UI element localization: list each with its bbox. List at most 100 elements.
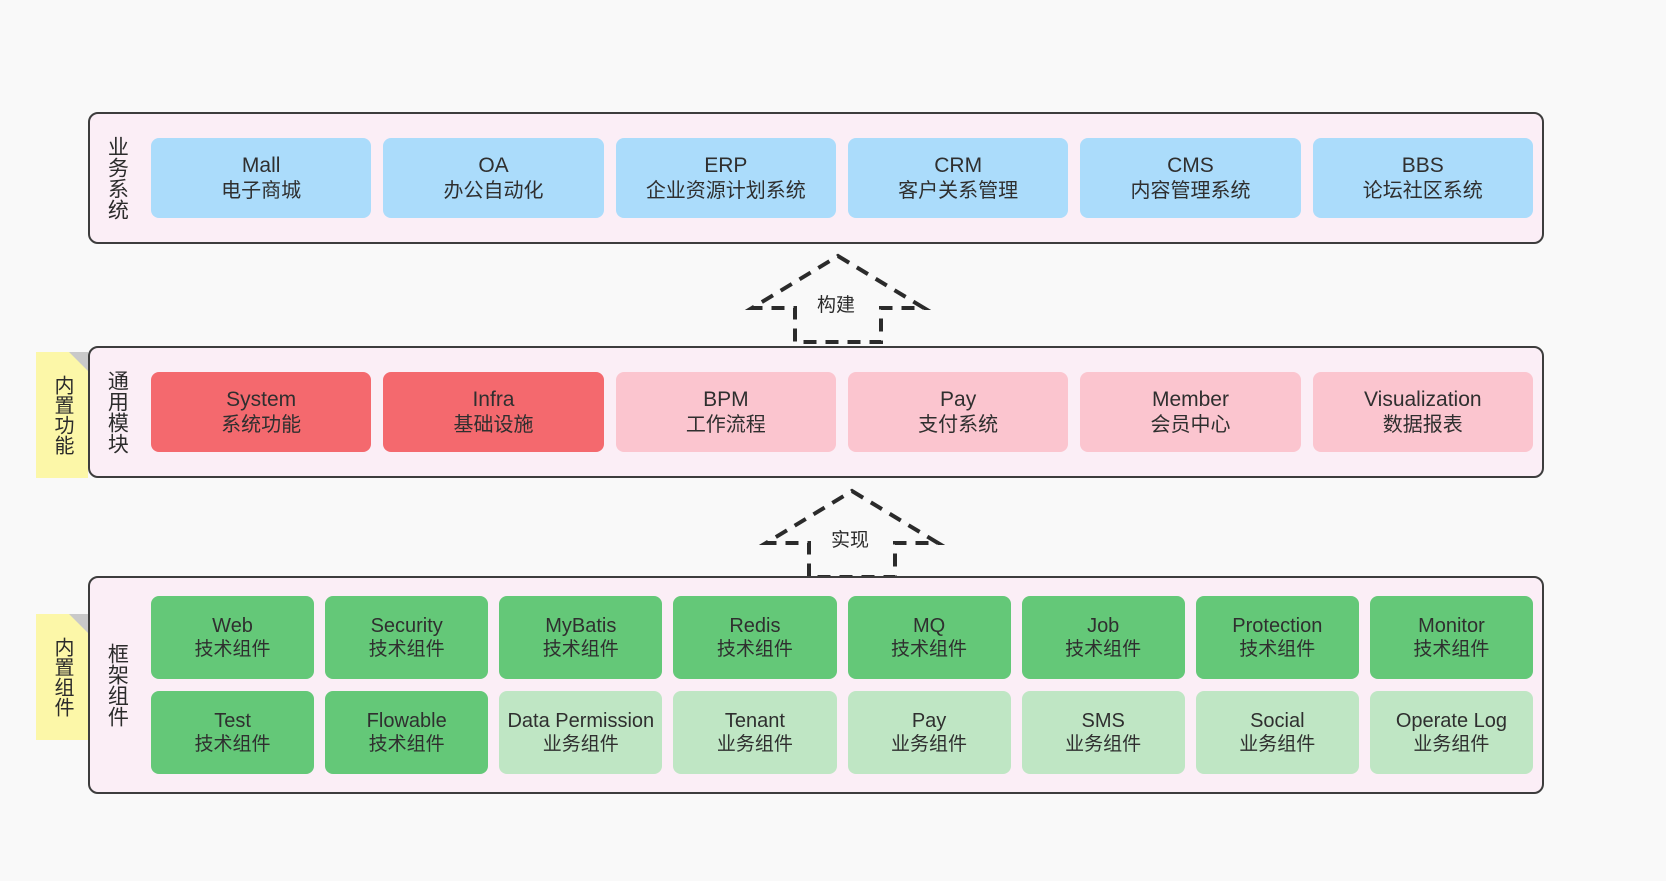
card-title-en: Web	[212, 614, 253, 637]
card-title-en: Protection	[1232, 614, 1323, 637]
card-title-en: Member	[1151, 388, 1229, 411]
card-pay-module[interactable]: Pay 支付系统	[847, 372, 1069, 452]
card-bbs[interactable]: BBS 论坛社区系统	[1312, 138, 1533, 218]
page-fold-icon	[69, 614, 88, 633]
note-builtin-component: 内置组件	[36, 614, 88, 740]
page-fold-icon	[69, 352, 88, 371]
card-member[interactable]: Member 会员中心	[1080, 372, 1301, 452]
card-title-cn: 内容管理系统	[1130, 179, 1251, 202]
card-title-cn: 业务组件	[542, 734, 619, 756]
card-title-en: BBS	[1401, 154, 1444, 177]
card-title-cn: 技术组件	[1065, 639, 1142, 661]
card-infra[interactable]: Infra 基础设施	[383, 372, 604, 452]
card-title-cn: 系统功能	[221, 413, 302, 436]
card-title-en: OA	[478, 154, 509, 177]
card-protection[interactable]: Protection 技术组件	[1195, 596, 1359, 679]
card-mall[interactable]: Mall 电子商城	[151, 138, 372, 218]
card-title-cn: 业务组件	[1239, 734, 1316, 756]
card-monitor[interactable]: Monitor 技术组件	[1369, 596, 1533, 679]
card-title-en: Job	[1087, 614, 1120, 637]
card-title-en: Social	[1250, 709, 1305, 732]
card-title-en: Operate Log	[1395, 709, 1508, 732]
card-title-cn: 支付系统	[918, 413, 999, 436]
card-data-permission[interactable]: Data Permission 业务组件	[499, 691, 663, 774]
card-title-en: Data Permission	[507, 709, 655, 732]
card-title-cn: 客户关系管理	[898, 179, 1019, 202]
card-title-cn: 基础设施	[453, 413, 534, 436]
card-title-en: System	[226, 388, 297, 411]
card-test[interactable]: Test 技术组件	[151, 691, 315, 774]
card-title-en: Pay	[940, 388, 977, 411]
card-web[interactable]: Web 技术组件	[151, 596, 315, 679]
card-title-en: Infra	[472, 388, 515, 411]
framework-row-tech: Web 技术组件 Security 技术组件 MyBatis 技术组件 Redi…	[151, 596, 1533, 679]
card-title-cn: 技术组件	[1413, 639, 1490, 661]
card-operate-log[interactable]: Operate Log 业务组件	[1369, 691, 1533, 774]
card-oa[interactable]: OA 办公自动化	[383, 138, 604, 218]
arrow-implement-label: 实现	[828, 525, 873, 552]
card-title-en: Pay	[911, 709, 947, 732]
card-title-en: MQ	[912, 614, 946, 637]
arrow-build-label: 构建	[814, 290, 859, 317]
card-title-cn: 业务组件	[716, 734, 793, 756]
card-title-en: Security	[370, 614, 443, 637]
card-visualization[interactable]: Visualization 数据报表	[1312, 372, 1533, 452]
card-title-cn: 业务组件	[1413, 734, 1490, 756]
layer-title-modules: 通用模块	[105, 370, 129, 454]
card-title-cn: 企业资源计划系统	[645, 179, 806, 202]
card-redis[interactable]: Redis 技术组件	[673, 596, 837, 679]
card-title-en: Monitor	[1418, 614, 1485, 637]
card-mq[interactable]: MQ 技术组件	[847, 596, 1011, 679]
framework-card-grid: Web 技术组件 Security 技术组件 MyBatis 技术组件 Redi…	[142, 578, 1542, 792]
note-label: 内置组件	[51, 637, 73, 717]
card-title-cn: 业务组件	[1065, 734, 1142, 756]
card-security[interactable]: Security 技术组件	[325, 596, 489, 679]
card-job[interactable]: Job 技术组件	[1021, 596, 1185, 679]
arrow-build-shape	[744, 253, 932, 344]
card-cms[interactable]: CMS 内容管理系统	[1080, 138, 1301, 218]
layer-business-systems: 业务系统 Mall 电子商城 OA 办公自动化 ERP 企业资源计划系统 CRM…	[88, 112, 1544, 244]
card-system[interactable]: System 系统功能	[151, 372, 372, 452]
card-title-cn: 论坛社区系统	[1362, 179, 1483, 202]
card-title-cn: 工作流程	[685, 413, 766, 436]
modules-card-list: System 系统功能 Infra 基础设施 BPM 工作流程 Pay 支付系统…	[142, 348, 1542, 476]
card-erp[interactable]: ERP 企业资源计划系统	[615, 138, 836, 218]
card-title-cn: 技术组件	[368, 639, 445, 661]
card-tenant[interactable]: Tenant 业务组件	[673, 691, 837, 774]
layer-title-business: 业务系统	[105, 136, 129, 220]
card-title-en: Mall	[241, 154, 281, 177]
card-title-cn: 办公自动化	[443, 179, 544, 202]
card-title-cn: 技术组件	[194, 639, 271, 661]
card-title-en: ERP	[704, 154, 748, 177]
card-title-cn: 技术组件	[1239, 639, 1316, 661]
card-bpm[interactable]: BPM 工作流程	[615, 372, 836, 452]
card-title-en: SMS	[1081, 709, 1125, 732]
card-title-en: CRM	[934, 154, 983, 177]
arrow-implement: 实现	[758, 487, 946, 579]
card-crm[interactable]: CRM 客户关系管理	[847, 138, 1069, 218]
card-title-en: Flowable	[366, 709, 447, 732]
card-sms[interactable]: SMS 业务组件	[1021, 691, 1185, 774]
card-flowable[interactable]: Flowable 技术组件	[325, 691, 489, 774]
layer-framework-components: 框架组件 Web 技术组件 Security 技术组件 MyBatis 技术组件…	[88, 576, 1544, 794]
card-title-en: Test	[214, 709, 251, 732]
card-pay-component[interactable]: Pay 业务组件	[847, 691, 1011, 774]
card-social[interactable]: Social 业务组件	[1195, 691, 1359, 774]
layer-title-framework: 框架组件	[105, 643, 129, 727]
card-title-cn: 技术组件	[368, 734, 445, 756]
card-title-en: CMS	[1167, 154, 1214, 177]
card-mybatis[interactable]: MyBatis 技术组件	[499, 596, 663, 679]
card-title-cn: 电子商城	[221, 179, 302, 202]
card-title-cn: 技术组件	[542, 639, 619, 661]
card-title-en: Tenant	[724, 709, 785, 732]
arrow-build: 构建	[744, 252, 932, 344]
card-title-en: BPM	[703, 388, 749, 411]
card-title-en: Redis	[729, 614, 781, 637]
note-builtin-function: 内置功能	[36, 352, 88, 478]
business-card-list: Mall 电子商城 OA 办公自动化 ERP 企业资源计划系统 CRM 客户关系…	[142, 114, 1542, 242]
card-title-cn: 技术组件	[891, 639, 968, 661]
card-title-cn: 会员中心	[1150, 413, 1231, 436]
card-title-en: Visualization	[1364, 388, 1482, 411]
card-title-cn: 技术组件	[716, 639, 793, 661]
